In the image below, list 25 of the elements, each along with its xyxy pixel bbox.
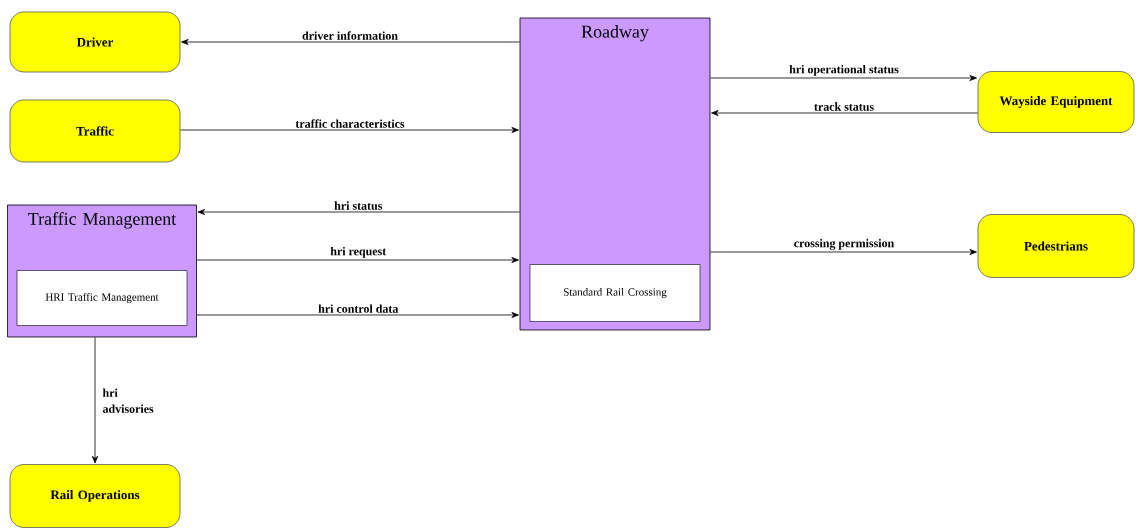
arrow [196,312,519,318]
edge-label: hri operational status [789,64,899,76]
subsystem-box: HRI Traffic Management [16,270,188,326]
terminator-box: Pedestrians [977,214,1135,278]
arrow [710,249,977,255]
edge-label: hri status [334,201,383,210]
terminator-box: Driver [9,11,181,73]
terminator-box: Wayside Equipment [977,71,1135,133]
terminator-box: Traffic [9,99,181,163]
edge-label: hri advisories [102,388,154,413]
edge-label: crossing permission [794,238,894,250]
edge-label: driver information [302,31,398,40]
arrow [181,39,520,45]
arrow [196,257,519,263]
edge-label: hri control data [318,304,399,313]
terminator-box: Rail Operations [9,464,181,528]
arrow [180,127,519,133]
edge-label: hri request [330,246,387,258]
arrow [197,209,520,215]
arrow [92,337,98,464]
arrow [710,75,977,81]
edge-label: track status [814,102,874,111]
edge-label: traffic characteristics [295,119,405,128]
arrow [711,110,978,116]
subsystem-box: Standard Rail Crossing [529,264,701,322]
